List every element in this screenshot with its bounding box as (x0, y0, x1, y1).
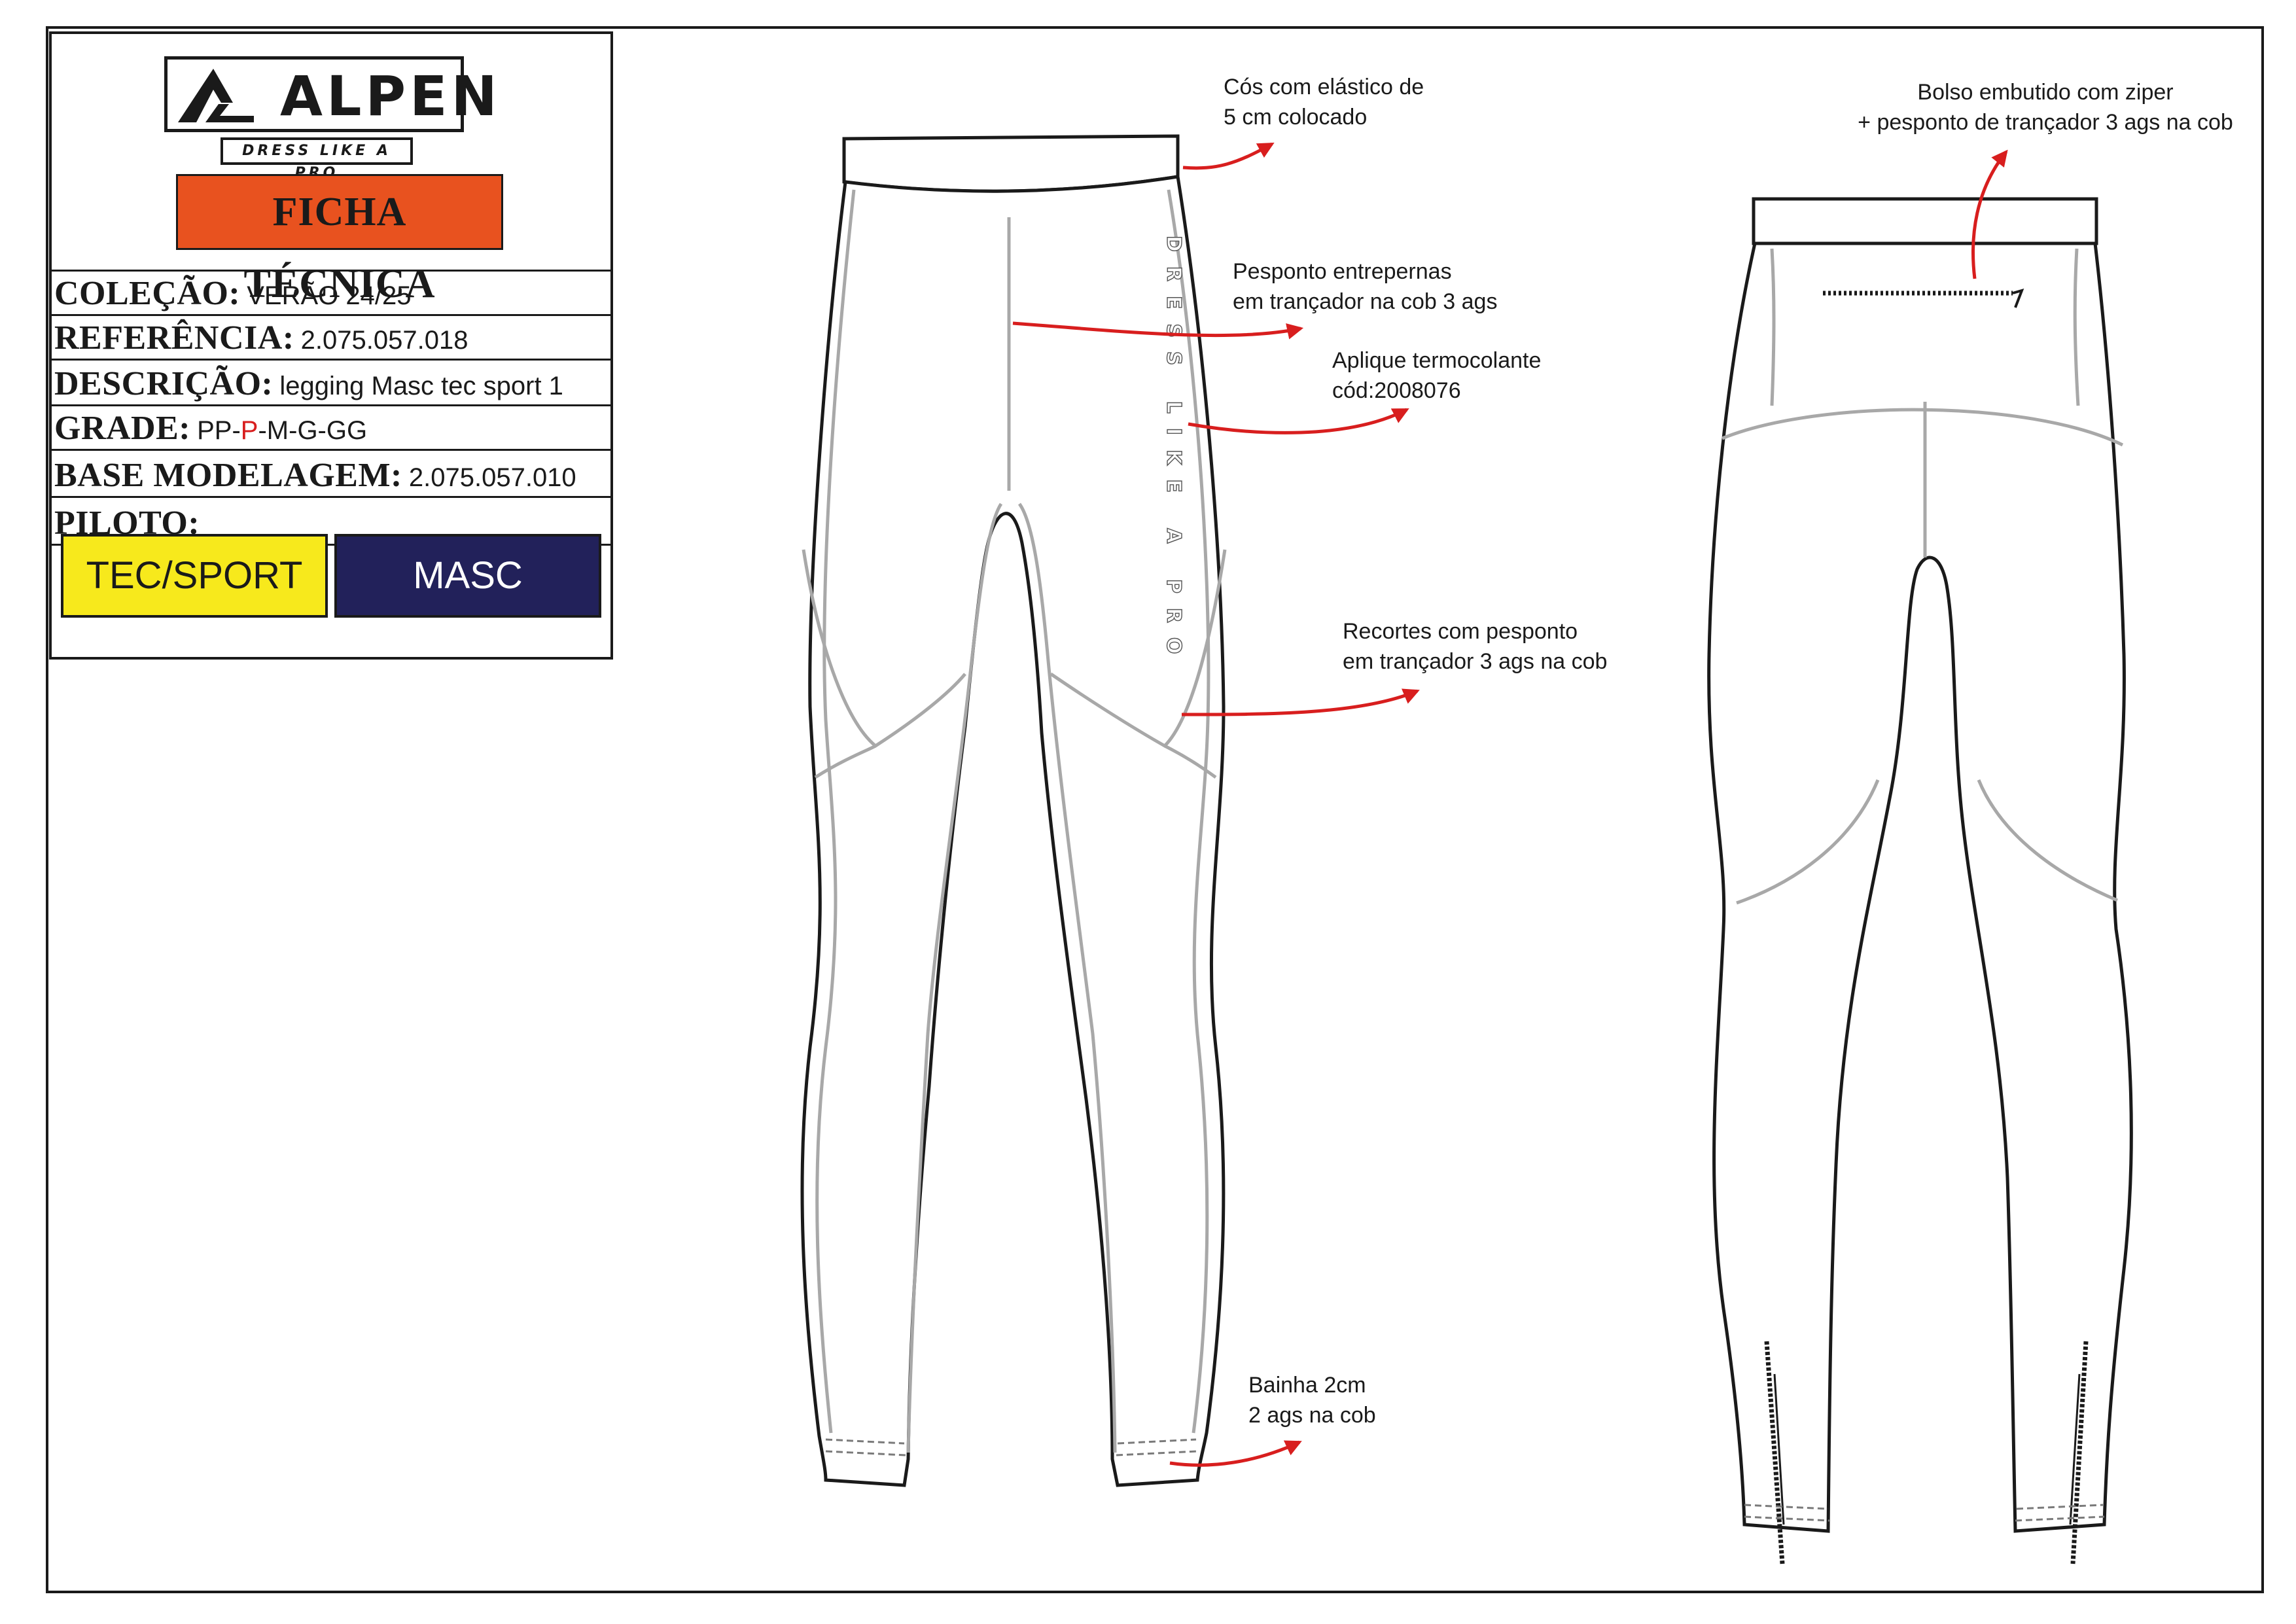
sheet-frame (46, 26, 2264, 1593)
mountain-icon (178, 69, 254, 122)
annotation-bolso-line1: Bolso embutido com ziper (1917, 80, 2174, 105)
arrow-entrepernas (1012, 321, 1304, 340)
back-ankle-zip-line-right (2069, 1373, 2081, 1525)
category-badge: TEC/SPORT (61, 534, 328, 618)
grade-part-before: PP- (197, 416, 241, 445)
value-descricao: legging Masc tec sport 1 (279, 372, 563, 400)
value-referencia: 2.075.057.018 (300, 326, 468, 355)
back-ankle-zip-line-left (1773, 1373, 1785, 1525)
value-grade: PP-P-M-G-GG (197, 416, 367, 445)
annotation-recortes-line1: Recortes com pesponto (1343, 619, 1578, 644)
back-hem-right (2015, 1504, 2105, 1522)
front-panel-cut-left (802, 549, 966, 779)
row-colecao: COLEÇÃO:VERÃO 24/25 (52, 270, 610, 314)
annotation-entrepernas-line2: em trançador na cob 3 ags (1233, 289, 1498, 314)
label-descricao: DESCRIÇÃO: (54, 365, 274, 402)
annotation-cos: Cós com elástico de 5 cm colocado (1224, 72, 1424, 132)
arrow-bainha (1169, 1440, 1302, 1467)
annotation-aplique: Aplique termocolante cód:2008076 (1332, 345, 1541, 406)
back-yoke-side-right (2073, 248, 2080, 406)
value-base-modelagem: 2.075.057.010 (408, 463, 576, 492)
front-leg-outline (800, 175, 1226, 1487)
front-view: DRESS LIKE A PRO (800, 134, 1227, 1487)
row-grade: GRADE:PP-P-M-G-GG (52, 404, 610, 449)
back-hem-left (1744, 1504, 1830, 1522)
brand-logo: ALPEN (164, 56, 497, 132)
grade-part-after: -M-G-GG (258, 416, 368, 445)
back-yoke-side-left (1770, 248, 1776, 406)
label-colecao: COLEÇÃO: (54, 275, 241, 312)
callout-arrows (1012, 142, 2008, 1467)
front-inseam-right (1017, 503, 1117, 1453)
front-hem-right (1116, 1438, 1198, 1456)
back-ankle-zip-left (1764, 1341, 1785, 1564)
arrow-recortes (1181, 688, 1420, 716)
back-panel-cut-left (1736, 779, 1880, 905)
annotation-entrepernas-line1: Pesponto entrepernas (1233, 259, 1452, 284)
value-colecao: VERÃO 24/25 (247, 281, 412, 310)
row-descricao: DESCRIÇÃO:legging Masc tec sport 1 (52, 359, 610, 404)
back-panel-cut-right (1977, 779, 2118, 902)
back-leg-outline (1707, 241, 2133, 1533)
annotation-cos-line2: 5 cm colocado (1224, 105, 1368, 130)
annotation-bolso-line2: + pesponto de trançador 3 ags na cob (1858, 110, 2233, 135)
back-waistband (1752, 197, 2098, 245)
row-base-modelagem: BASE MODELAGEM:2.075.057.010 (52, 449, 610, 496)
annotation-bainha-line1: Bainha 2cm (1248, 1373, 1366, 1398)
annotation-bainha: Bainha 2cm 2 ags na cob (1248, 1370, 1376, 1430)
front-inseam-left (906, 503, 1003, 1453)
brand-name: ALPEN (280, 64, 501, 128)
front-vertical-print: DRESS LIKE A PRO (1162, 236, 1185, 669)
zipper-pull-icon (2012, 288, 2024, 308)
front-side-seam-left (815, 189, 856, 1434)
back-view (1707, 197, 2133, 1564)
back-ankle-zip-right (2070, 1341, 2089, 1564)
label-base-modelagem: BASE MODELAGEM: (54, 457, 402, 494)
front-panel-cut-right (1050, 549, 1227, 779)
front-side-seam-right (1167, 189, 1210, 1434)
annotation-bainha-line2: 2 ags na cob (1248, 1403, 1376, 1428)
annotation-aplique-line2: cód:2008076 (1332, 378, 1461, 403)
annotation-recortes-line2: em trançador 3 ags na cob (1343, 649, 1608, 674)
sheet-title: FICHA TÉCNICA (176, 174, 503, 306)
arrow-aplique (1188, 408, 1409, 434)
label-grade: GRADE: (54, 410, 191, 447)
arrow-cos (1182, 142, 1275, 170)
gender-badge: MASC (334, 534, 601, 618)
annotation-cos-line1: Cós com elástico de (1224, 75, 1424, 99)
annotation-aplique-line1: Aplique termocolante (1332, 348, 1542, 373)
brand-tagline: DRESS LIKE A PRO (221, 137, 413, 181)
annotation-recortes: Recortes com pesponto em trançador 3 ags… (1343, 616, 1607, 677)
row-referencia: REFERÊNCIA:2.075.057.018 (52, 314, 610, 359)
grade-pilot-size: P (240, 416, 258, 445)
label-referencia: REFERÊNCIA: (54, 319, 294, 357)
front-hem-left (825, 1438, 906, 1456)
annotation-entrepernas: Pesponto entrepernas em trançador na cob… (1233, 256, 1497, 317)
spec-panel: ALPEN DRESS LIKE A PRO FICHA TÉCNICA COL… (49, 31, 613, 660)
arrow-bolso (1971, 149, 2008, 279)
annotation-bolso: Bolso embutido com ziper + pesponto de t… (1849, 77, 2242, 137)
